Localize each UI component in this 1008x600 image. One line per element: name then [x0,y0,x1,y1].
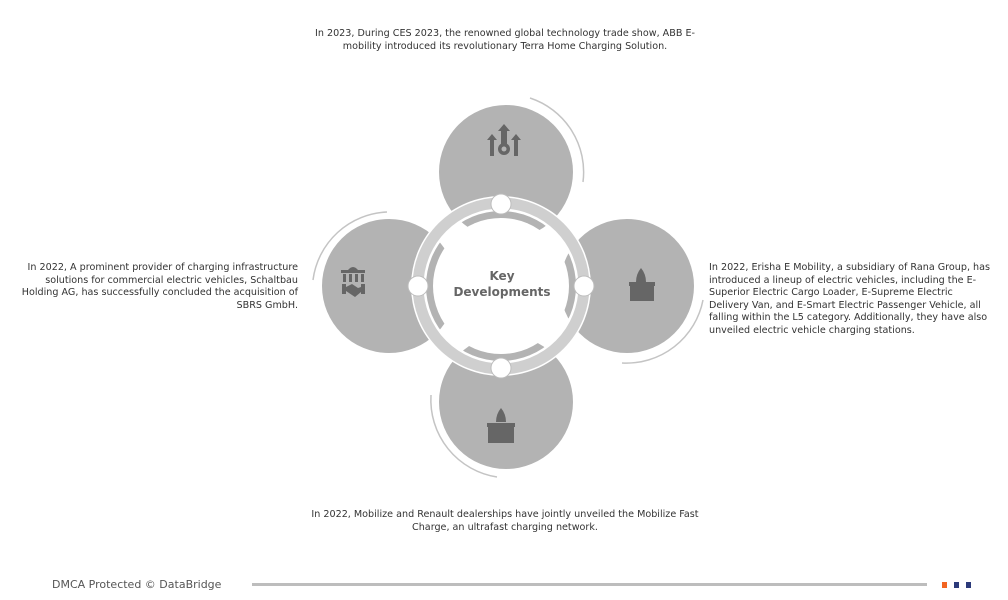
development-text-top: In 2023, During CES 2023, the renowned g… [315,28,695,52]
brand-square-navy-2 [966,582,971,588]
product-launch-icon-bottom [487,408,515,443]
decor-arc-bottom [430,394,498,478]
center-label-line2: Developments [453,285,550,299]
brand-square-orange [942,582,947,588]
growth-gear-icon [487,124,521,156]
circle-right [560,219,694,353]
development-text-right: In 2022, Erisha E Mobility, a subsidiary… [709,262,991,336]
decor-arc-right [621,299,704,364]
footer-copyright: DMCA Protected © DataBridge [52,578,222,591]
ring-node-right [573,275,595,297]
footer-divider [252,583,927,586]
center-label-line1: Key [489,269,514,283]
ring-node-bottom [490,357,512,379]
ring-node-left [407,275,429,297]
product-launch-icon [629,268,655,301]
decor-arc-left [312,211,388,281]
brand-square-navy-1 [954,582,959,588]
development-text-left: In 2022, A prominent provider of chargin… [21,262,298,311]
acquisition-handshake-icon [341,267,365,297]
decor-arc-top [529,97,585,183]
ring-node-top [490,193,512,215]
development-text-bottom: In 2022, Mobilize and Renault dealership… [311,509,699,533]
